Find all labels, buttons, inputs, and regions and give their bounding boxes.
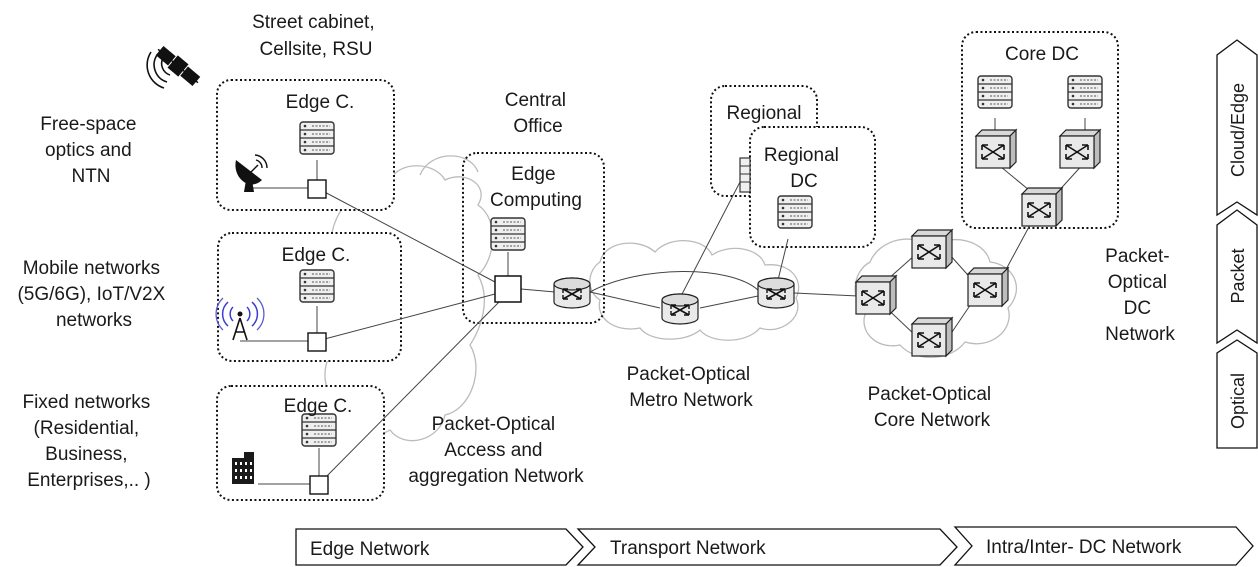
switch-icon xyxy=(967,267,1009,307)
access-network-line: aggregation Network xyxy=(408,466,584,487)
top-label-line: Cellsite, RSU xyxy=(260,39,373,60)
layer-packet-arrow xyxy=(1216,209,1258,345)
access-node xyxy=(307,332,327,352)
router-icon xyxy=(553,277,591,309)
svg-text:Edge Computing: Edge Computing xyxy=(490,164,582,211)
server-icon xyxy=(1067,75,1103,109)
segment-transport-label: Transport Network xyxy=(610,538,766,559)
satellite-signal-icon xyxy=(146,51,171,89)
mobile-label-line: (5G/6G), IoT/V2X xyxy=(17,284,165,305)
fixed-label-line: Business, xyxy=(45,444,127,465)
svg-text:Central Office: Central Office xyxy=(505,90,572,137)
access-node xyxy=(307,179,327,199)
dc-network-line: DC xyxy=(1124,298,1151,319)
access-network-line: Packet-Optical xyxy=(432,414,556,435)
dc-network-line: Optical xyxy=(1108,272,1167,293)
top-label-line: Street cabinet, xyxy=(252,12,375,33)
svg-text:Packet-Optical Access and: Packet-Optical Access and aggregation Ne… xyxy=(408,414,584,487)
dc-network-line: Packet- xyxy=(1105,246,1169,267)
server-icon xyxy=(977,75,1013,109)
server-icon xyxy=(299,269,335,303)
svg-text:Packet- Optical DC: Packet- Optical DC Network xyxy=(1105,246,1175,345)
server-icon-partial xyxy=(739,157,751,193)
building-icon xyxy=(232,452,254,484)
edge-c-label-a: Edge C. xyxy=(286,92,355,113)
segment-edge-arrow xyxy=(295,528,584,566)
dc-network-line: Network xyxy=(1105,324,1175,345)
svg-text:Packet-Optical Metro Netwo: Packet-Optical Metro Network xyxy=(627,364,756,411)
server-icon xyxy=(299,121,335,155)
fso-label-line: optics and xyxy=(45,140,132,161)
segment-transport-arrow xyxy=(576,528,958,566)
segment-edge-label: Edge Network xyxy=(310,539,430,560)
regional-dc-line: DC xyxy=(790,171,817,192)
switch-icon xyxy=(1059,129,1101,169)
edge-computing-line: Edge xyxy=(511,164,555,185)
server-icon xyxy=(490,217,526,251)
metro-cloud xyxy=(589,240,800,341)
edge-computing-box xyxy=(462,152,605,324)
regional-back-label: Regional xyxy=(727,103,802,124)
core-network-line: Core Network xyxy=(874,410,991,431)
regional-dc-line: Regional xyxy=(764,145,839,166)
switch-icon xyxy=(855,275,897,315)
layer-cloud-edge-arrow xyxy=(1216,39,1258,217)
server-icon xyxy=(777,195,813,229)
access-node xyxy=(309,475,329,495)
central-office-line: Central xyxy=(505,90,566,111)
mobile-label-line: Mobile networks xyxy=(23,258,160,279)
layer-cloud-edge-label: Cloud/Edge xyxy=(1228,83,1248,177)
svg-text:Street cabinet, Cellsite,: Street cabinet, Cellsite, RSU xyxy=(252,12,380,60)
router-icon xyxy=(661,293,699,325)
fso-label-line: NTN xyxy=(71,166,110,187)
fixed-label-line: Fixed networks xyxy=(22,392,150,413)
fixed-label-line: (Residential, xyxy=(34,418,140,439)
dish-antenna-icon xyxy=(235,154,268,192)
mobile-label-line: networks xyxy=(56,310,132,331)
edge-computing-line: Computing xyxy=(490,190,582,211)
layer-optical-arrow xyxy=(1216,339,1258,449)
core-dc-label: Core DC xyxy=(1005,44,1079,65)
layer-optical-label: Optical xyxy=(1228,373,1248,429)
metro-network-line: Packet-Optical xyxy=(627,364,751,385)
layer-packet-label: Packet xyxy=(1228,248,1248,303)
edge-box-c xyxy=(216,385,385,501)
svg-text:Fixed networks (Residentia: Fixed networks (Residential, Business, E… xyxy=(22,392,155,491)
switch-icon xyxy=(911,317,953,357)
core-network-line: Packet-Optical xyxy=(868,384,992,405)
satellite-icon xyxy=(155,45,201,87)
svg-text:Mobile networks (5G/6G), I: Mobile networks (5G/6G), IoT/V2X network… xyxy=(17,258,170,331)
fixed-label-line: Enterprises,.. ) xyxy=(27,470,151,491)
fso-label-line: Free-space xyxy=(40,114,136,135)
central-office-line: Office xyxy=(513,116,562,137)
aggregation-node xyxy=(494,275,522,303)
edge-c-label-b: Edge C. xyxy=(282,245,351,266)
segment-dc-arrow xyxy=(953,526,1254,566)
cell-tower-icon xyxy=(215,297,265,341)
svg-text:Regional DC: Regional DC xyxy=(764,145,844,192)
edge-c-label-c: Edge C. xyxy=(284,396,353,417)
router-icon xyxy=(757,277,795,309)
svg-text:Packet-Optical Core Networ: Packet-Optical Core Network xyxy=(868,384,997,431)
svg-text:Free-space optics and: Free-space optics and NTN xyxy=(40,114,141,187)
access-network-line: Access and xyxy=(444,440,542,461)
switch-icon xyxy=(911,229,953,269)
switch-icon xyxy=(1021,187,1063,227)
segment-dc-label: Intra/Inter- DC Network xyxy=(986,537,1182,558)
switch-icon xyxy=(975,129,1017,169)
metro-network-line: Metro Network xyxy=(629,390,753,411)
server-icon xyxy=(301,413,337,447)
